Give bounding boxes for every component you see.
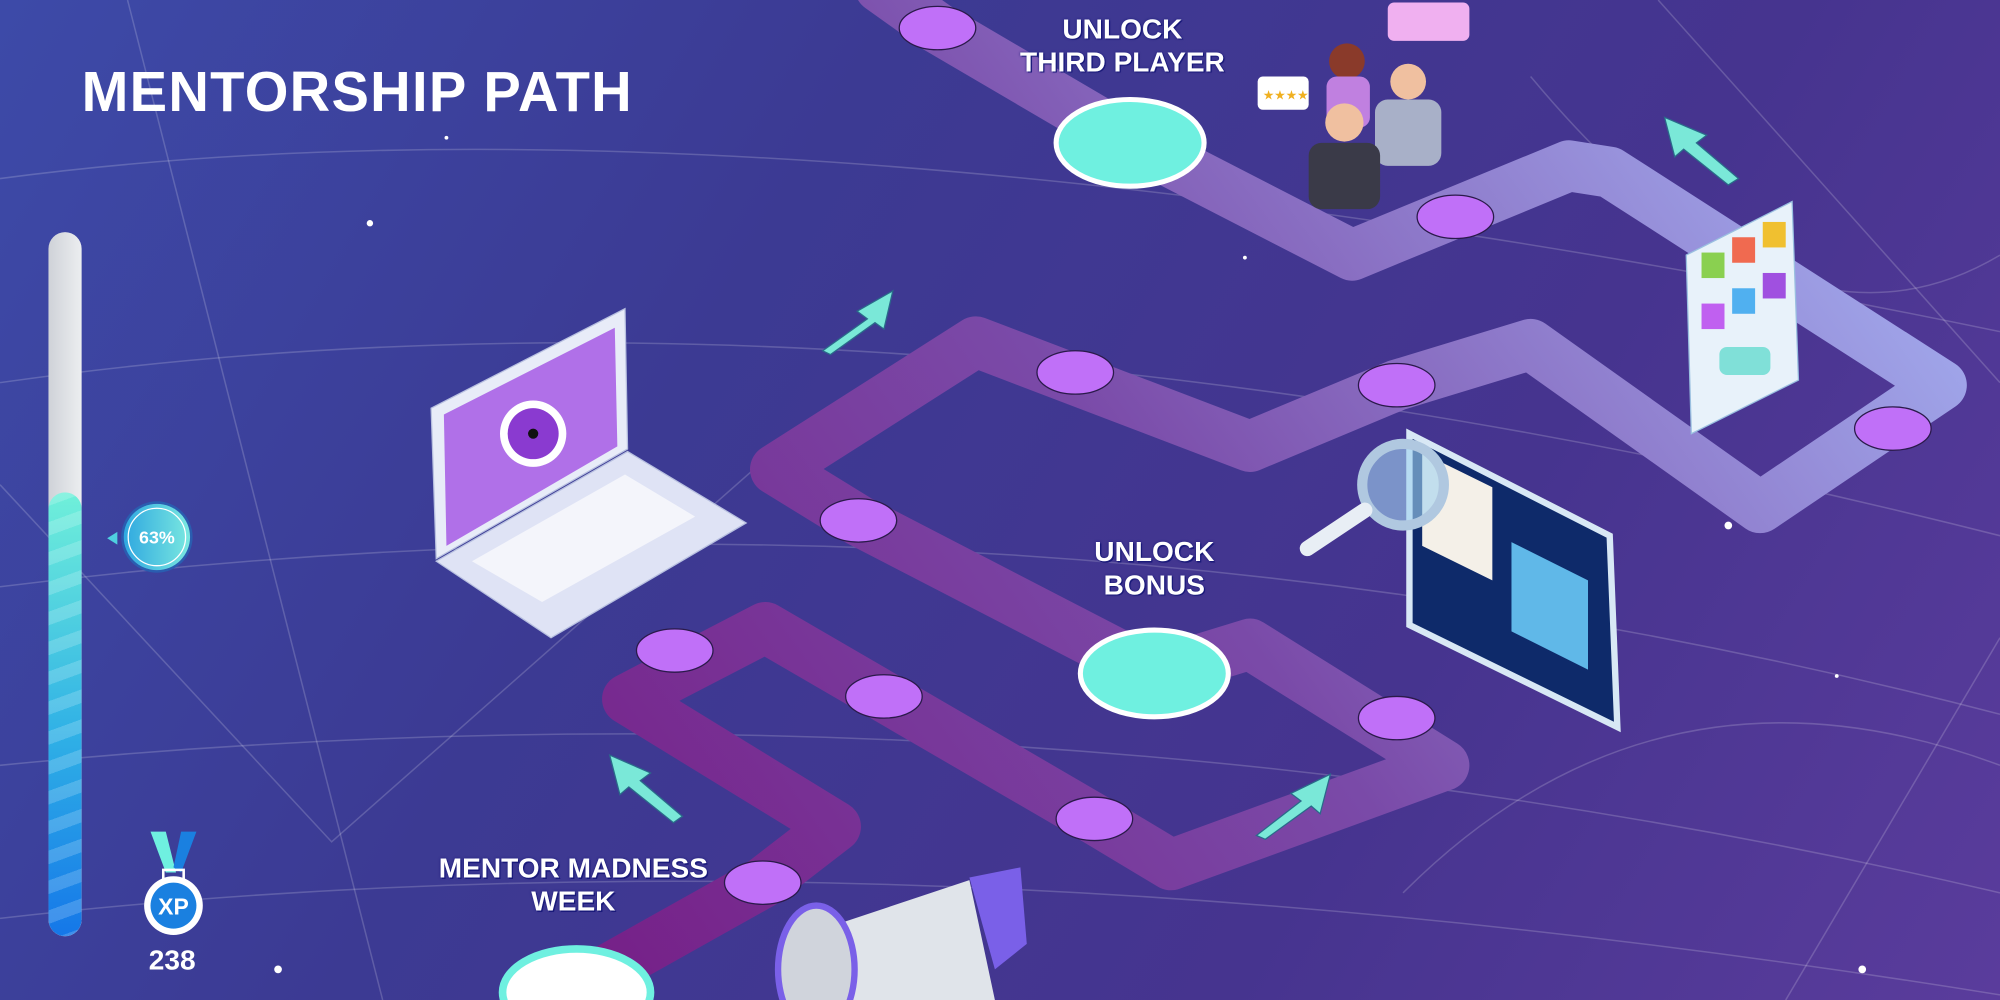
milestone-label-line: BONUS (1103, 569, 1205, 602)
direction-arrows (608, 116, 1740, 841)
path-node[interactable] (1357, 362, 1436, 408)
stars (274, 135, 1867, 974)
path-node[interactable] (898, 5, 977, 51)
milestone-label-line: UNLOCK (1094, 535, 1215, 568)
milestone-label-line: WEEK (531, 885, 616, 918)
milestone-label-line: MENTOR MADNESS (438, 852, 708, 884)
page-title: MENTORSHIP PATH (81, 61, 633, 124)
arrow-icon (608, 753, 684, 824)
path-node[interactable] (819, 498, 898, 543)
path-node[interactable] (1357, 695, 1436, 741)
mentors-people-icon: ★★★★ (1257, 2, 1470, 210)
milestone-label-mentor-madness: MENTOR MADNESS WEEK (411, 852, 736, 919)
path-node[interactable] (1055, 796, 1134, 842)
arrow-icon (1255, 773, 1332, 841)
path-node[interactable] (1416, 194, 1495, 240)
tablet-icon (1685, 200, 1800, 435)
laptop-icon (430, 307, 748, 639)
arrow-icon (821, 289, 894, 356)
path-node[interactable] (1036, 350, 1115, 395)
path-node[interactable] (723, 860, 802, 905)
milestone-label-third-player: UNLOCK THIRD PLAYER (995, 13, 1250, 80)
megaphone-icon (774, 867, 1027, 1000)
arrow-icon (1663, 116, 1740, 186)
path-node[interactable] (845, 674, 923, 719)
svg-text:★★★★: ★★★★ (1263, 87, 1309, 102)
path-node[interactable] (635, 628, 714, 673)
progress-bar-fill (48, 492, 82, 937)
xp-medal-icon: XP (144, 831, 203, 935)
mentorship-path (548, 0, 1967, 1000)
milestone-label-unlock-bonus: UNLOCK BONUS (1046, 536, 1263, 603)
path-node[interactable] (1853, 406, 1932, 451)
milestone-third-player[interactable] (1053, 96, 1207, 189)
progress-percent-label: 63% (127, 507, 187, 567)
milestone-bonus[interactable] (1077, 627, 1231, 720)
xp-value: 238 (148, 943, 196, 976)
monitor-with-magnifier-icon (1299, 428, 1621, 733)
xp-badge-label: XP (158, 894, 189, 920)
progress-bar (48, 232, 82, 937)
progress-pointer-icon (107, 531, 118, 545)
milestone-label-line: THIRD PLAYER (1020, 46, 1225, 79)
path-nodes (635, 5, 1932, 905)
progress-percent-badge: 63% (123, 503, 191, 571)
milestone-start[interactable] (498, 945, 655, 1000)
milestone-label-line: UNLOCK (1062, 12, 1183, 45)
